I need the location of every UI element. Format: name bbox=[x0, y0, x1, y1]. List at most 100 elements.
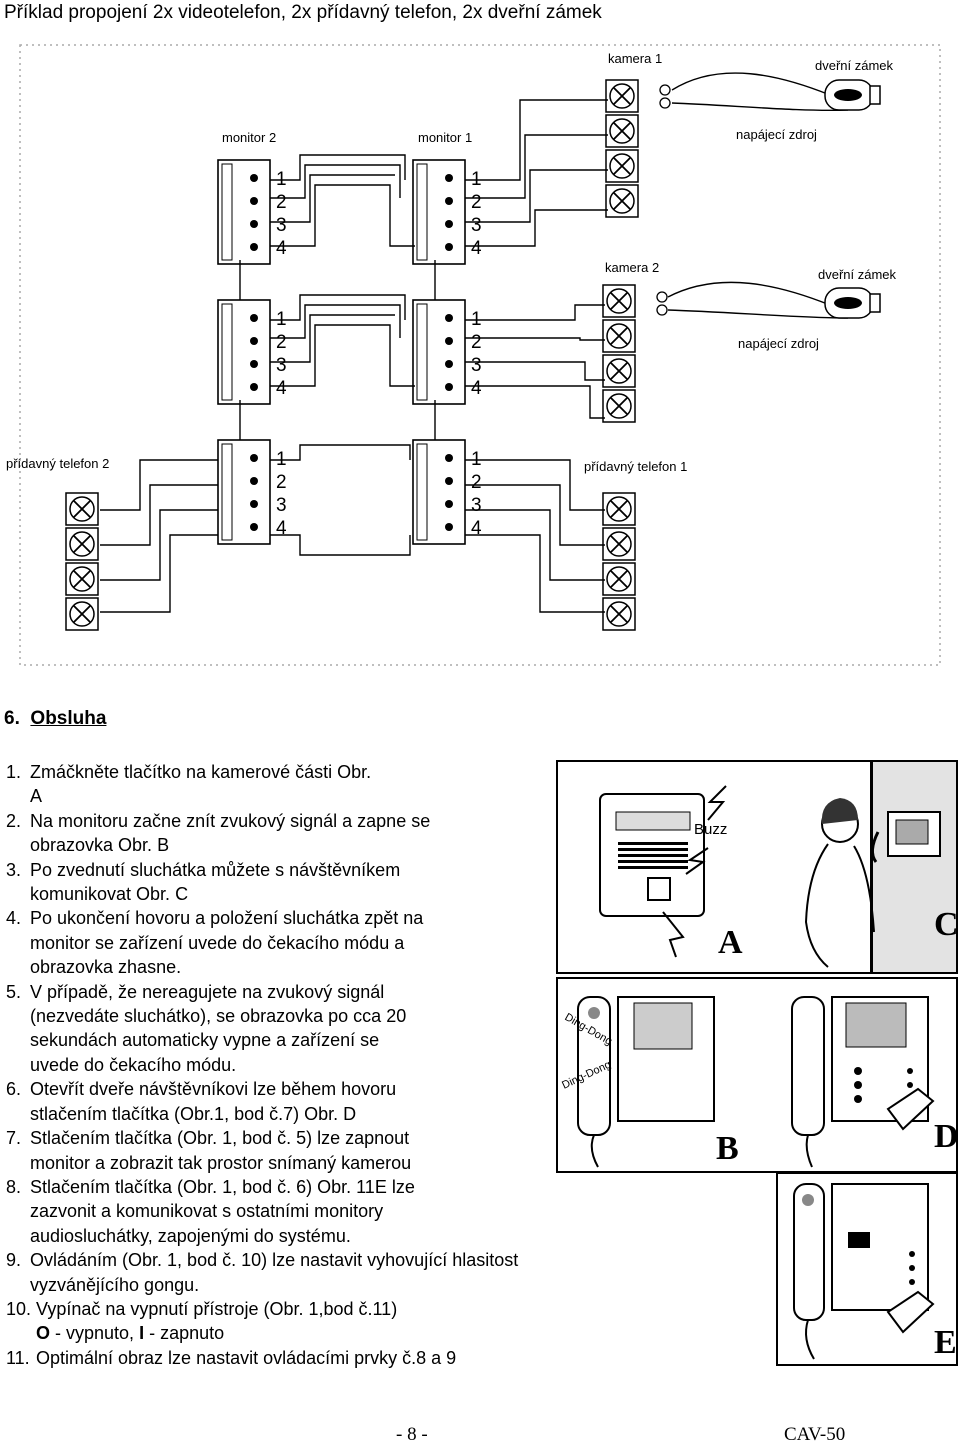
instruction-line: Vypínač na vypnutí přístroje (Obr. 1,bod… bbox=[36, 1298, 398, 1319]
terminal-number: 2 bbox=[471, 332, 482, 353]
instruction-item: 1. Zmáčkněte tlačítko na kamerové části O… bbox=[6, 760, 566, 809]
instruction-number: 10. bbox=[6, 1298, 32, 1319]
instruction-number: 5. bbox=[6, 981, 22, 1002]
illustration-b-d: Ding-Dong Ding-Dong bbox=[556, 977, 958, 1173]
terminal-number: 4 bbox=[276, 518, 287, 539]
door-lock-2-icon bbox=[824, 287, 881, 319]
terminal-number: 4 bbox=[471, 378, 482, 399]
label-lock-1: dveřní zámek bbox=[815, 58, 894, 73]
instruction-line: komunikovat Obr. C bbox=[30, 884, 189, 905]
label-monitor-1: monitor 1 bbox=[418, 130, 472, 145]
instruction-line: Po ukončení hovoru a položení sluchátka … bbox=[30, 908, 424, 929]
terminal-number: 4 bbox=[471, 238, 482, 259]
terminal-number: 3 bbox=[276, 495, 287, 516]
illustration-e bbox=[776, 1172, 958, 1366]
instruction-line: (nezvedáte sluchátko), se obrazovka po c… bbox=[30, 1006, 407, 1027]
instruction-number: 8. bbox=[6, 1176, 22, 1197]
terminal-number: 4 bbox=[471, 518, 482, 539]
instruction-item: 10.Vypínač na vypnutí přístroje (Obr. 1,… bbox=[6, 1297, 566, 1346]
monitor-ring-illustration: Ding-Dong Ding-Dong bbox=[560, 996, 935, 1168]
terminal-number: 4 bbox=[276, 238, 287, 259]
instruction-line: A bbox=[30, 786, 43, 807]
instruction-line: monitor a zobrazit tak prostor snímaný k… bbox=[30, 1152, 412, 1173]
instruction-item: 5. V případě, že nereagujete na zvukový s… bbox=[6, 980, 566, 1078]
figure-letter-d: D bbox=[934, 1118, 959, 1155]
instruction-line: vyzvánějícího gongu. bbox=[30, 1274, 200, 1295]
instruction-line: Optimální obraz lze nastavit ovládacími … bbox=[36, 1347, 457, 1368]
instruction-number: 6. bbox=[6, 1079, 22, 1100]
terminal-number: 4 bbox=[276, 378, 287, 399]
buzz-caption: Buzz bbox=[694, 821, 727, 838]
label-phone-1: přídavný telefon 1 bbox=[584, 459, 687, 474]
instruction-item: 2. Na monitoru začne znít zvukový signál … bbox=[6, 809, 566, 858]
instruction-line: stlačením tlačítka (Obr.1, bod č.7) Obr.… bbox=[30, 1103, 357, 1124]
label-monitor-2: monitor 2 bbox=[222, 130, 276, 145]
terminal-number: 3 bbox=[471, 215, 482, 236]
model-name: CAV-50 bbox=[784, 1424, 846, 1445]
instruction-line: Zmáčkněte tlačítko na kamerové části Obr… bbox=[30, 762, 372, 782]
instruction-line: uvede do čekacího módu. bbox=[30, 1054, 237, 1075]
camera-1-terminal-strip bbox=[605, 79, 639, 218]
phone-1-terminal-strip bbox=[602, 492, 636, 631]
terminal-number: 3 bbox=[471, 355, 482, 376]
camera-2-terminal-strip bbox=[602, 284, 636, 423]
figure-letter-b: B bbox=[716, 1130, 739, 1167]
phone-2-terminal-strip bbox=[65, 492, 99, 631]
instruction-item: 11. Optimální obraz lze nastavit ovládací… bbox=[6, 1346, 566, 1370]
terminal-number: 2 bbox=[276, 192, 287, 213]
instruction-item: 4.Po ukončení hovoru a položení sluchátk… bbox=[6, 906, 566, 979]
page-number: - 8 - bbox=[396, 1424, 428, 1445]
terminal-number: 3 bbox=[471, 495, 482, 516]
instruction-number: 2. bbox=[6, 810, 22, 831]
page-title: Příklad propojení 2x videotelefon, 2x př… bbox=[4, 2, 602, 23]
label-power-1: napájecí zdroj bbox=[736, 127, 817, 142]
label-camera-2: kamera 2 bbox=[605, 260, 659, 275]
instruction-item: 6. Otevřít dveře návštěvníkovi lze během … bbox=[6, 1077, 566, 1126]
instruction-item: 9. Ovládáním (Obr. 1, bod č. 10) lze nast… bbox=[6, 1248, 566, 1297]
instruction-line: Stlačením tlačítka (Obr. 1, bod č. 5) lz… bbox=[30, 1128, 410, 1149]
instruction-line: Ovládáním (Obr. 1, bod č. 10) lze nastav… bbox=[30, 1250, 519, 1271]
doorbell-press-illustration: Buzz bbox=[599, 762, 956, 972]
instruction-item: 3. Po zvednutí sluchátka můžete s návštěv… bbox=[6, 858, 566, 907]
instruction-line: monitor se zařízení uvede do čekacího mó… bbox=[30, 932, 405, 953]
terminal-number: 2 bbox=[471, 192, 482, 213]
instruction-number: 9. bbox=[6, 1250, 22, 1271]
label-camera-1: kamera 1 bbox=[608, 51, 662, 66]
instruction-number: 3. bbox=[6, 859, 22, 880]
instruction-item: 7. Stlačením tlačítka (Obr. 1, bod č. 5) … bbox=[6, 1126, 566, 1175]
terminal-number: 2 bbox=[276, 332, 287, 353]
instruction-number: 1. bbox=[6, 762, 22, 782]
label-power-2: napájecí zdroj bbox=[738, 336, 819, 351]
intercom-call-illustration bbox=[793, 1183, 935, 1360]
instruction-number: 11. bbox=[6, 1347, 30, 1368]
terminal-number: 2 bbox=[276, 472, 287, 493]
wiring-diagram: kamera 1 dveřní zámek napájecí zdroj mon… bbox=[6, 44, 941, 666]
door-lock-1-icon bbox=[824, 79, 881, 111]
terminal-number: 3 bbox=[276, 215, 287, 236]
instruction-line: obrazovka Obr. B bbox=[30, 835, 170, 856]
instruction-line: obrazovka zhasne. bbox=[30, 957, 182, 978]
instruction-list: 1. Zmáčkněte tlačítko na kamerové části O… bbox=[6, 760, 566, 1370]
instruction-line: Stlačením tlačítka (Obr. 1, bod č. 6) Ob… bbox=[30, 1176, 415, 1197]
instruction-number: 7. bbox=[6, 1128, 22, 1149]
instruction-line: Po zvednutí sluchátka můžete s návštěvní… bbox=[30, 859, 401, 880]
terminal-number: 2 bbox=[471, 472, 482, 493]
instruction-line: sekundách automaticky vypne a zařízení s… bbox=[30, 1030, 380, 1051]
figure-letter-e: E bbox=[934, 1324, 957, 1361]
switch-legend: O - vypnuto, I - zapnuto bbox=[36, 1323, 225, 1344]
instruction-line: Otevřít dveře návštěvníkovi lze během ho… bbox=[30, 1079, 397, 1100]
section-title: Obsluha bbox=[30, 708, 107, 729]
instruction-line: V případě, že nereagujete na zvukový sig… bbox=[30, 981, 385, 1002]
instruction-item: 8. Stlačením tlačítka (Obr. 1, bod č. 6) … bbox=[6, 1175, 566, 1248]
label-phone-2: přídavný telefon 2 bbox=[6, 456, 109, 471]
terminal-number: 3 bbox=[276, 355, 287, 376]
figure-letter-c: C bbox=[934, 906, 959, 943]
figure-letter-a: A bbox=[718, 924, 743, 961]
instruction-line: audiosluchátky, zapojenými do systému. bbox=[30, 1225, 351, 1246]
instruction-line: Na monitoru začne znít zvukový signál a … bbox=[30, 810, 431, 831]
